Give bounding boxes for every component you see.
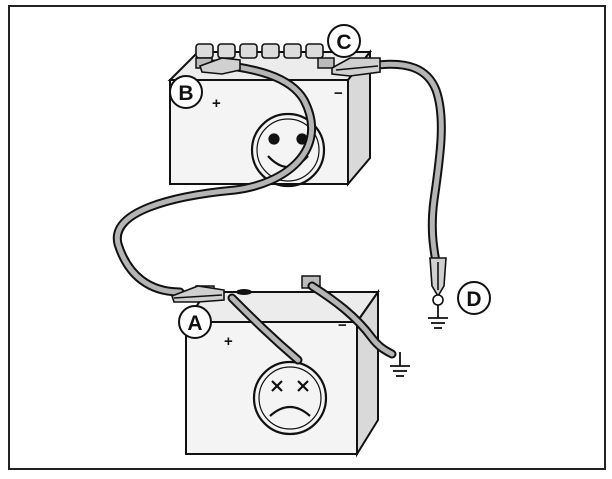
svg-text:C: C (336, 31, 351, 54)
bottom-battery-lead-positive (227, 293, 303, 365)
clamp-a (170, 285, 225, 303)
ground-icon (428, 305, 448, 329)
clamp-b (198, 57, 241, 75)
cell-caps (195, 43, 324, 59)
sad-face-icon (252, 360, 328, 436)
positive-jumper-cable (112, 59, 316, 297)
bottom-battery-ground-strap (307, 281, 397, 359)
bottom-plus-sign: + (224, 333, 233, 350)
negative-jumper-cable (365, 59, 446, 267)
label-d: D (457, 281, 491, 315)
top-plus-sign: + (212, 95, 221, 112)
ground-icon (390, 352, 410, 377)
svg-text:D: D (466, 288, 481, 311)
clamp-c (331, 57, 381, 77)
label-b: B (169, 75, 203, 109)
label-c: C (327, 24, 361, 58)
label-a: A (178, 305, 212, 339)
clamp-d (429, 257, 447, 306)
bottom-minus-sign: − (338, 317, 347, 334)
svg-text:B: B (178, 82, 193, 105)
bottom-battery: + − (184, 275, 380, 458)
top-minus-sign: − (334, 85, 343, 102)
svg-text:A: A (187, 312, 202, 335)
